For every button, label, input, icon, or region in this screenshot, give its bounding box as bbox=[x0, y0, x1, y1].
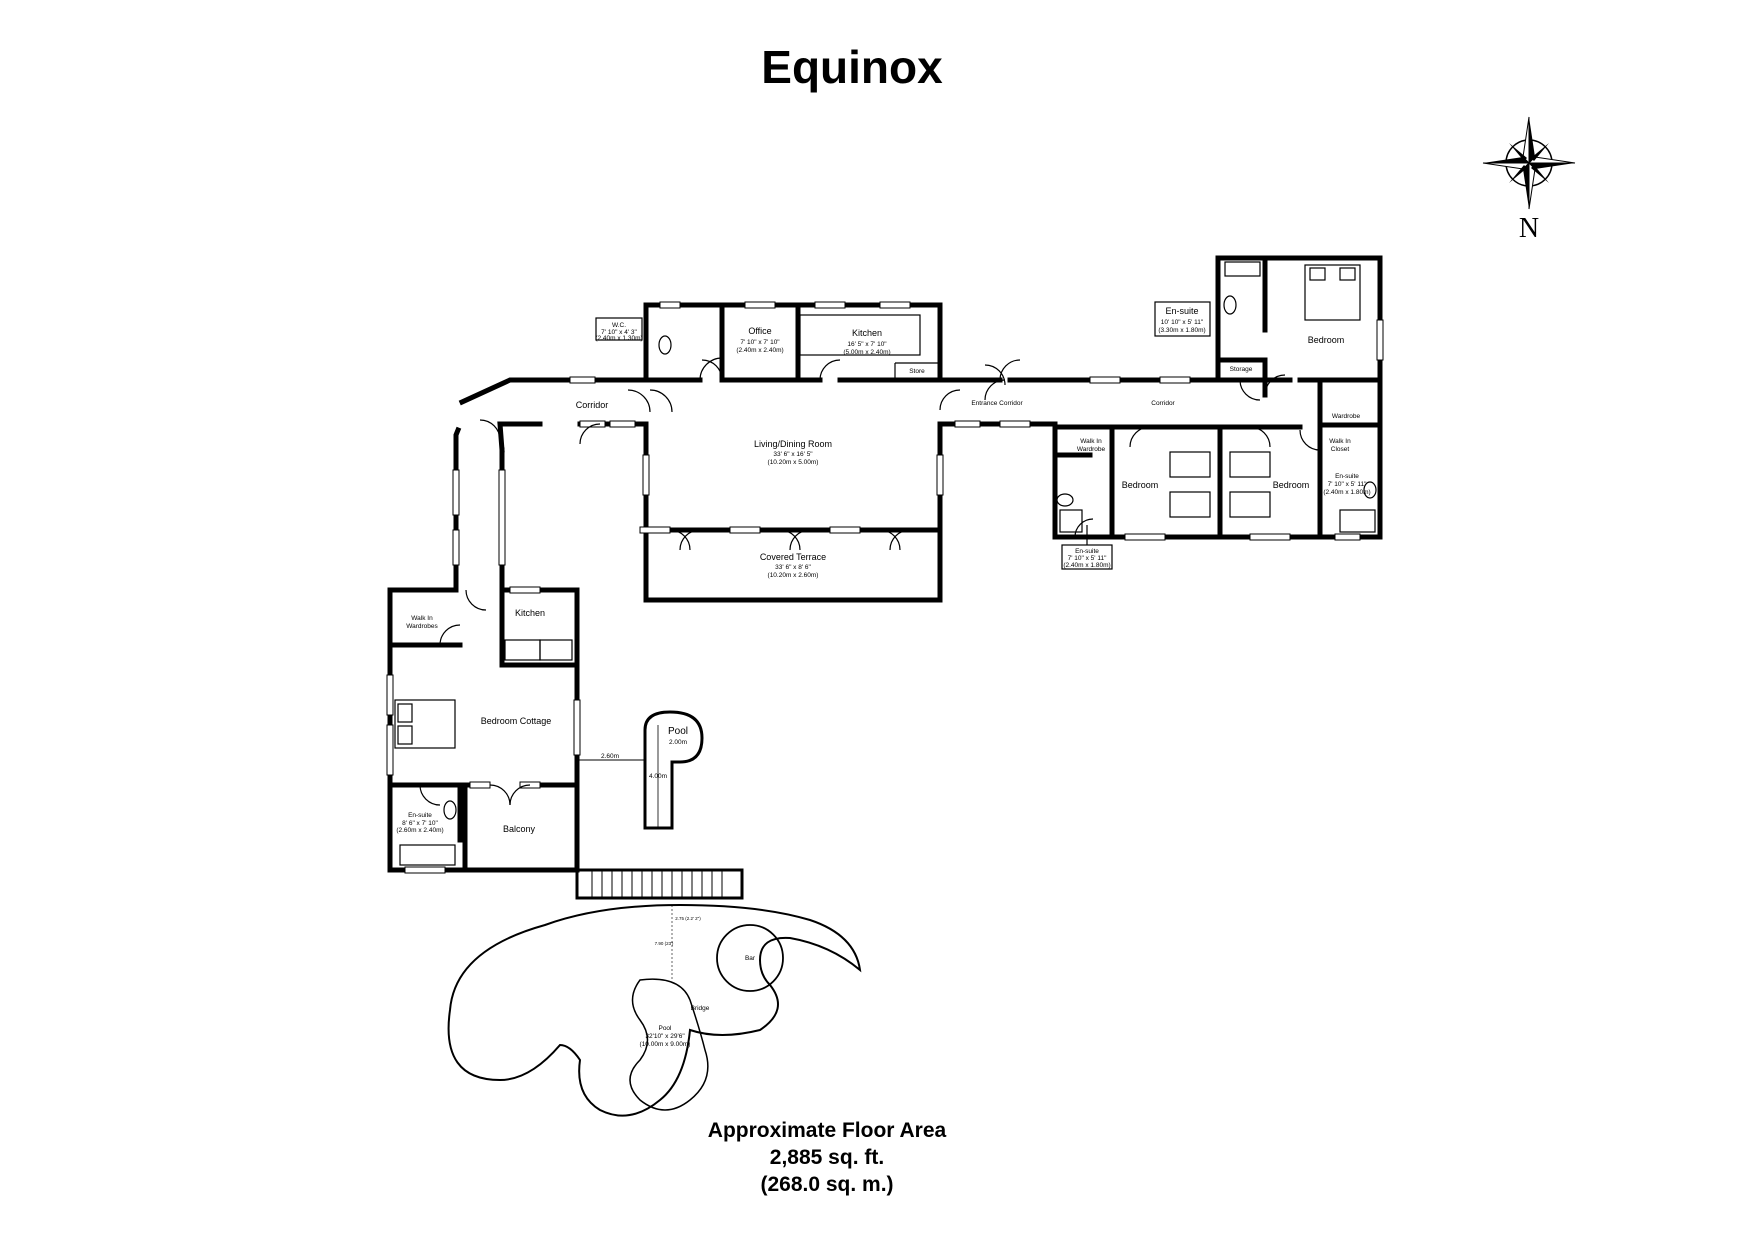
plan-title: Equinox bbox=[761, 41, 943, 93]
floor-area-label: Approximate Floor Area bbox=[707, 1119, 947, 1142]
corridor-east-label: Corridor bbox=[1151, 400, 1175, 407]
bedroom-3-label: Bedroom bbox=[1273, 480, 1310, 490]
ensuite-cottage-label: En-suite bbox=[408, 812, 432, 819]
office-label: Office bbox=[748, 326, 771, 336]
balcony-label: Balcony bbox=[503, 824, 536, 834]
large-pool-label: Pool bbox=[658, 1025, 672, 1032]
entrance-corridor-label: Entrance Corridor bbox=[971, 400, 1023, 407]
compass-north-label: N bbox=[1519, 213, 1539, 244]
svg-text:7' 10" x 5' 11": 7' 10" x 5' 11" bbox=[1068, 555, 1107, 562]
ensuite-master-label: En-suite bbox=[1165, 306, 1198, 316]
covered-terrace-label: Covered Terrace bbox=[760, 552, 826, 562]
svg-text:7' 10" x 7' 10": 7' 10" x 7' 10" bbox=[740, 339, 780, 346]
ensuite-east-label: En-suite bbox=[1335, 473, 1359, 480]
svg-text:33' 6" x 16' 5": 33' 6" x 16' 5" bbox=[773, 451, 813, 458]
bedroom-master-label: Bedroom bbox=[1308, 335, 1345, 345]
store-label: Store bbox=[909, 368, 925, 375]
living-dining-label: Living/Dining Room bbox=[754, 439, 832, 449]
floor-area-sqft: 2,885 sq. ft. bbox=[769, 1146, 885, 1169]
svg-text:(5.00m x 2.40m): (5.00m x 2.40m) bbox=[843, 349, 890, 356]
svg-text:2.75 (2.2' 2"): 2.75 (2.2' 2") bbox=[675, 916, 701, 921]
wc-label: W.C. bbox=[612, 322, 626, 329]
svg-text:(2.40m x 1.80m): (2.40m x 1.80m) bbox=[1323, 489, 1370, 496]
storage-label: Storage bbox=[1230, 366, 1253, 373]
svg-text:7' 10" x 4' 3": 7' 10" x 4' 3" bbox=[601, 329, 637, 336]
kitchen-cottage-label: Kitchen bbox=[515, 608, 545, 618]
corridor-west-label: Corridor bbox=[576, 400, 609, 410]
svg-text:33' 6" x 8' 6": 33' 6" x 8' 6" bbox=[775, 564, 811, 571]
bedroom-2-label: Bedroom bbox=[1122, 480, 1159, 490]
svg-text:8' 6" x 7' 10": 8' 6" x 7' 10" bbox=[402, 820, 438, 827]
svg-text:Wardrobes: Wardrobes bbox=[406, 623, 438, 630]
svg-text:32'10" x 29'6": 32'10" x 29'6" bbox=[645, 1033, 685, 1040]
svg-text:4.00m: 4.00m bbox=[649, 773, 667, 780]
svg-text:(2.40m x 1.80m): (2.40m x 1.80m) bbox=[1063, 562, 1110, 569]
room-labels: W.C. 7' 10" x 4' 3" (2.40m x 1.30m) Offi… bbox=[396, 301, 1371, 834]
main-wing-walls bbox=[453, 302, 1293, 603]
compass-rose-icon bbox=[1482, 116, 1576, 210]
svg-text:10' 10" x 5' 11": 10' 10" x 5' 11" bbox=[1161, 319, 1204, 326]
svg-text:(2.40m x 2.40m): (2.40m x 2.40m) bbox=[736, 347, 783, 354]
pool-gap-dimension: 2.60m bbox=[601, 753, 619, 760]
small-pool-label: Pool bbox=[668, 726, 688, 737]
walkin-closet-label: Walk In bbox=[1329, 438, 1351, 445]
svg-text:2.00m: 2.00m bbox=[669, 739, 687, 746]
svg-text:(10.00m x 9.00m): (10.00m x 9.00m) bbox=[640, 1041, 691, 1048]
bar-label: Bar bbox=[745, 955, 756, 962]
door-swings bbox=[419, 357, 1321, 806]
svg-text:(2.60m x 2.40m): (2.60m x 2.40m) bbox=[396, 827, 443, 834]
cottage-walls bbox=[387, 587, 744, 900]
bedroom-cottage-label: Bedroom Cottage bbox=[481, 716, 552, 726]
windows bbox=[386, 301, 1384, 874]
walkin-wardrobe-label: Walk In bbox=[1080, 438, 1102, 445]
svg-text:(10.20m x 2.60m): (10.20m x 2.60m) bbox=[768, 572, 819, 579]
wardrobe-label: Wardrobe bbox=[1332, 413, 1361, 420]
svg-text:7.90 (23'): 7.90 (23') bbox=[655, 941, 674, 946]
svg-text:(3.30m x 1.80m): (3.30m x 1.80m) bbox=[1158, 327, 1205, 334]
walkin-wardrobes-cottage-label: Walk In bbox=[411, 615, 433, 622]
ensuite-bottom-label: En-suite bbox=[1075, 548, 1099, 555]
small-pool: Pool 2.00m 4.00m 2.60m bbox=[577, 710, 704, 830]
garden-area: Bar Bridge Pool 32'10" x 29'6" (10.00m x… bbox=[447, 903, 862, 1117]
fixtures bbox=[394, 261, 1377, 866]
floor-area-sqm: (268.0 sq. m.) bbox=[760, 1173, 894, 1196]
svg-text:16' 5" x 7' 10": 16' 5" x 7' 10" bbox=[847, 341, 887, 348]
bridge-label: Bridge bbox=[691, 1005, 710, 1012]
kitchen-label: Kitchen bbox=[852, 328, 882, 338]
svg-text:Wardrobe: Wardrobe bbox=[1077, 446, 1106, 453]
svg-text:Closet: Closet bbox=[1331, 446, 1350, 453]
svg-text:(2.40m x 1.30m): (2.40m x 1.30m) bbox=[595, 335, 642, 342]
svg-text:7' 10" x 5' 11": 7' 10" x 5' 11" bbox=[1328, 481, 1367, 488]
svg-text:(10.20m x 5.00m): (10.20m x 5.00m) bbox=[768, 459, 819, 466]
